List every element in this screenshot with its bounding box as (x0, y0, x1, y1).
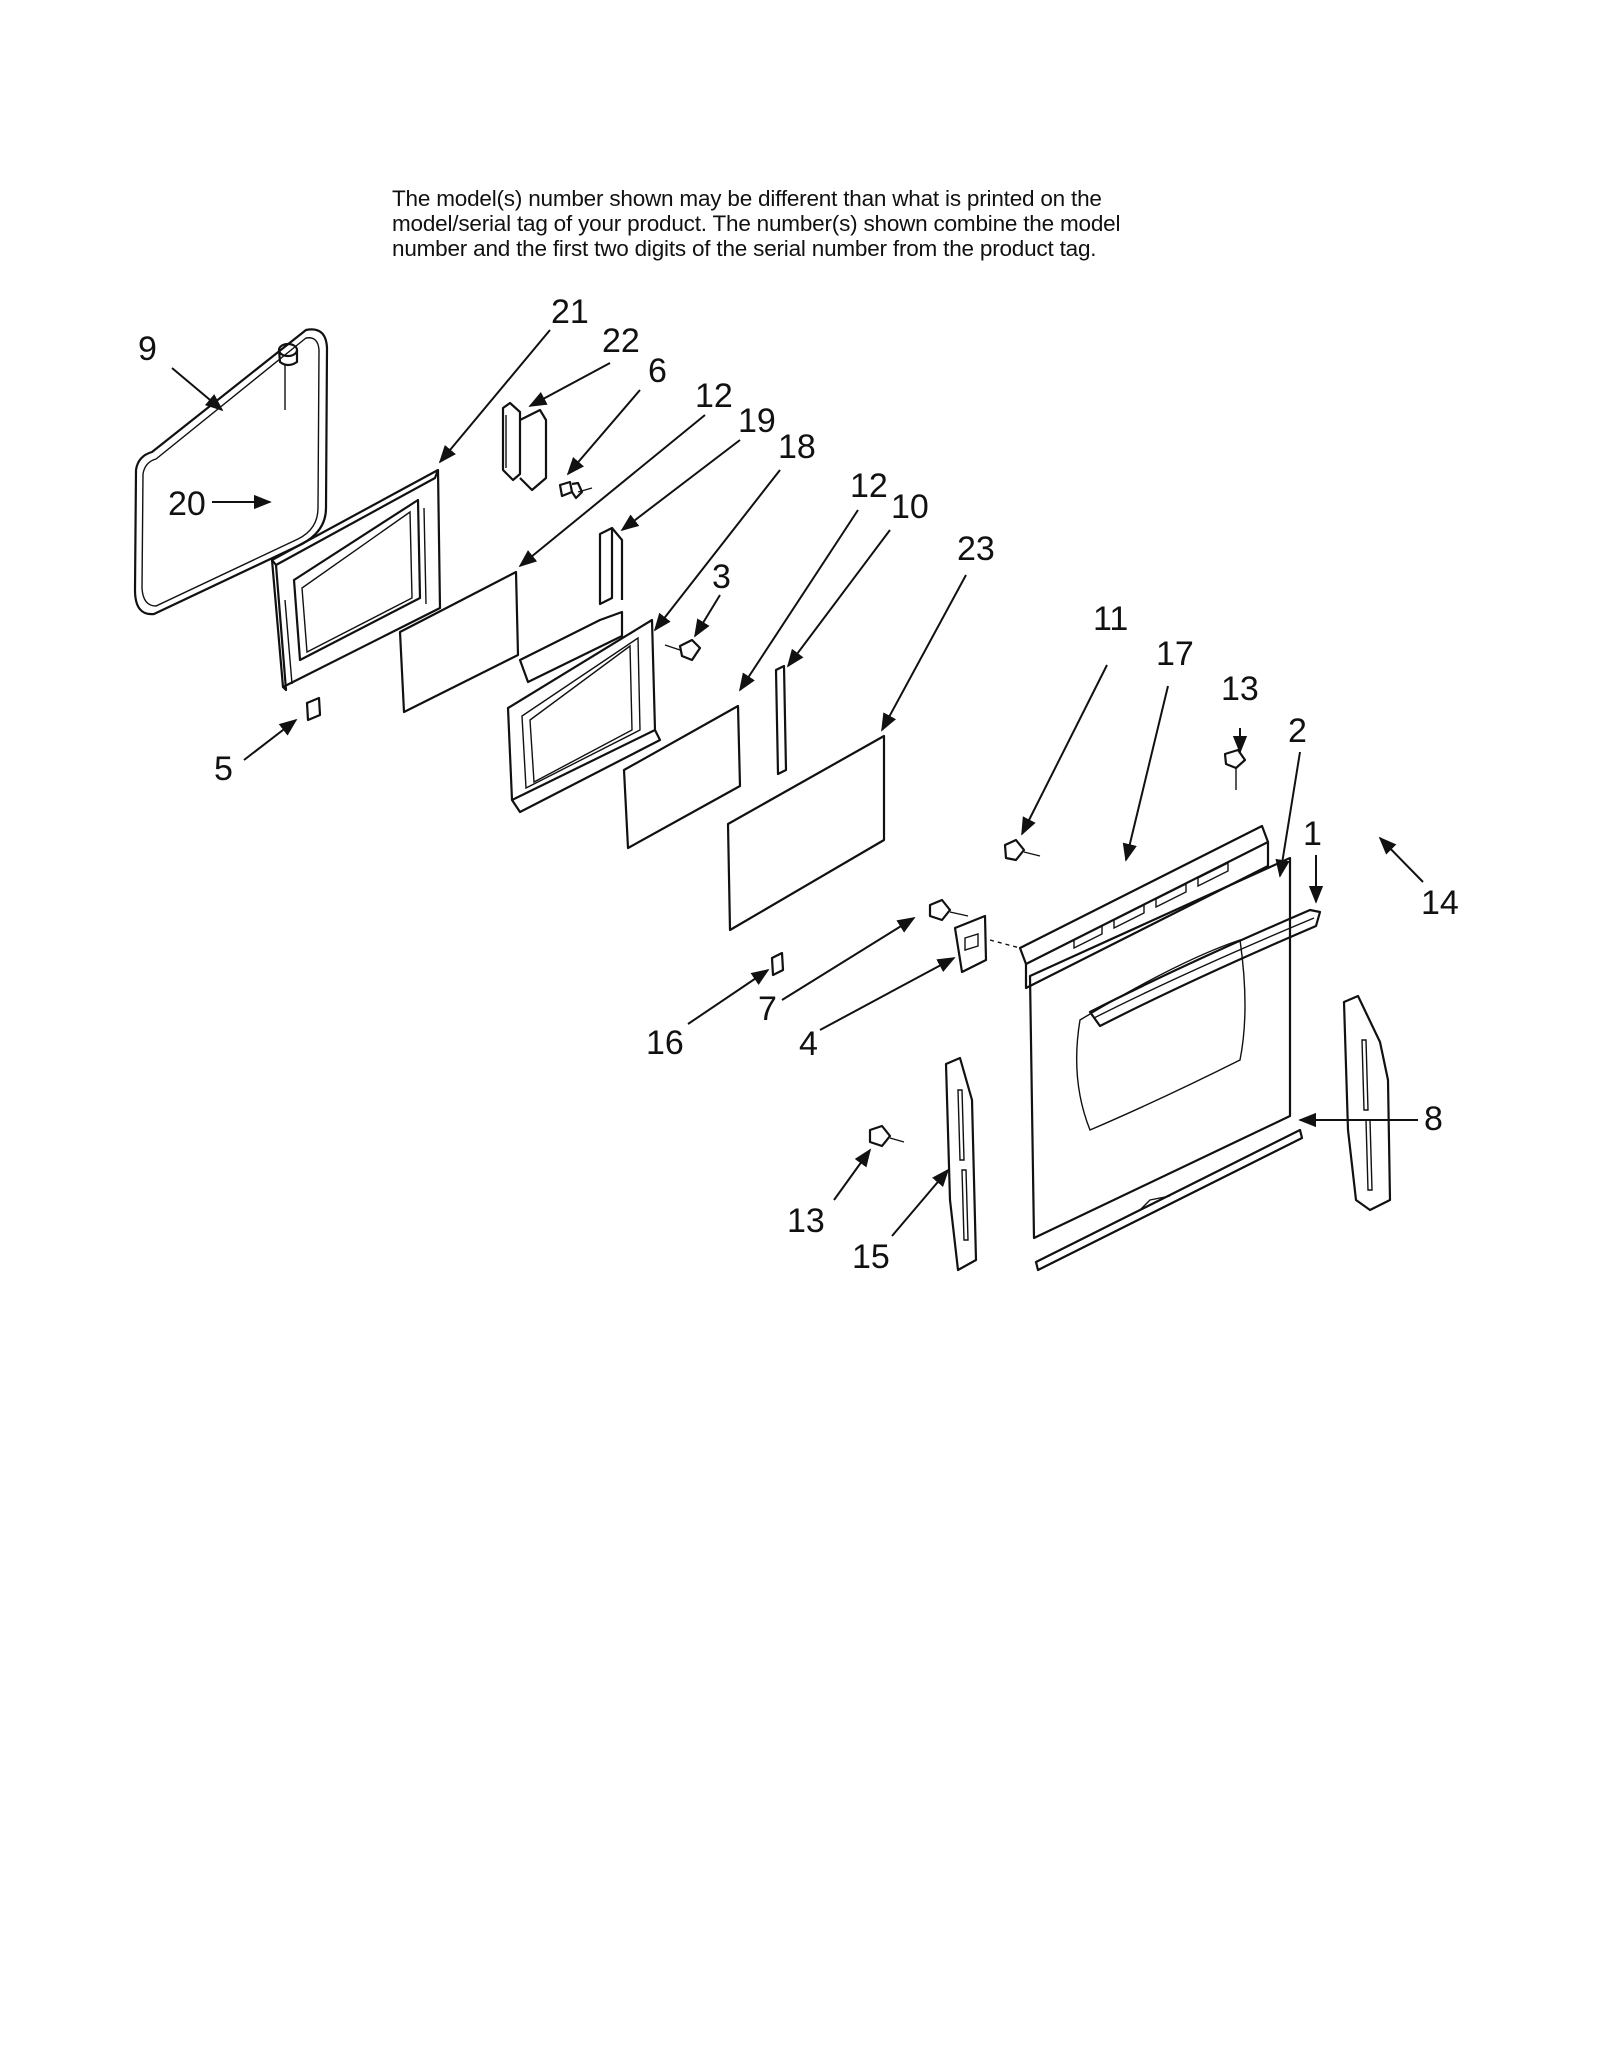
callout-14: 14 (1421, 884, 1459, 922)
callout-15: 15 (852, 1238, 890, 1276)
callout-10: 10 (891, 488, 929, 526)
callout-23: 23 (957, 530, 995, 568)
note-line-3: number and the first two digits of the s… (392, 236, 1097, 261)
part-3-screw (664, 638, 702, 662)
part-13-screw-top (1223, 748, 1247, 790)
part-13-screw-bottom (868, 1124, 905, 1148)
note-line-2: model/serial tag of your product. The nu… (392, 211, 1121, 236)
part-7-screw (928, 898, 969, 922)
callout-21: 21 (551, 293, 589, 331)
part-1-handle (1088, 908, 1322, 1028)
part-23-outer-glass (726, 734, 886, 932)
callout-13-bottom: 13 (787, 1202, 825, 1240)
part-2-outer-door-panel (1028, 856, 1292, 1240)
part-12-glass-middle (622, 704, 742, 850)
callout-7: 7 (758, 990, 777, 1028)
leader-lines (171, 329, 1424, 1237)
part-19-insulation-channel (518, 526, 624, 684)
note-line-1: The model(s) number shown may be differe… (392, 186, 1102, 211)
part-5-bumper (305, 696, 322, 722)
callout-3: 3 (712, 558, 731, 596)
callout-4: 4 (799, 1025, 818, 1063)
part-12-glass-upper (398, 570, 520, 714)
callout-1: 1 (1303, 815, 1322, 853)
part-22-hinge-bracket (501, 401, 548, 492)
callout-19: 19 (738, 402, 776, 440)
callout-16: 16 (646, 1024, 684, 1062)
callout-12-upper: 12 (695, 377, 733, 415)
part-17-vent-trim (1018, 824, 1270, 990)
part-20-clip (277, 342, 299, 410)
callout-9: 9 (138, 330, 157, 368)
part-4-bracket (953, 914, 1021, 974)
callout-18: 18 (778, 428, 816, 466)
callout-13-top: 13 (1221, 670, 1259, 708)
part-10-spacer (774, 664, 788, 776)
callout-11: 11 (1093, 600, 1128, 638)
callout-17: 17 (1156, 635, 1194, 673)
part-11-screw (1003, 838, 1041, 862)
part-6-screw (558, 480, 593, 500)
part-16-bumper (770, 951, 785, 977)
callout-5: 5 (214, 750, 233, 788)
callout-22: 22 (602, 322, 640, 360)
callout-2: 2 (1288, 712, 1307, 750)
part-8-bottom-trim (1034, 1128, 1304, 1272)
part-18-middle-door-frame (506, 618, 662, 814)
callout-6: 6 (648, 352, 667, 390)
model-number-note: The model(s) number shown may be differe… (392, 186, 1252, 261)
part-21-inner-door-frame (270, 468, 442, 692)
part-9-door-gasket (133, 328, 329, 616)
callout-numbers: 9 20 21 22 6 12 19 18 3 12 10 23 5 16 11… (138, 293, 1459, 1276)
part-15-side-trim-left (944, 1056, 978, 1272)
callout-20: 20 (168, 485, 206, 523)
part-14-side-trim-right (1342, 994, 1392, 1212)
callout-8: 8 (1424, 1100, 1443, 1138)
callout-12-middle: 12 (850, 467, 888, 505)
